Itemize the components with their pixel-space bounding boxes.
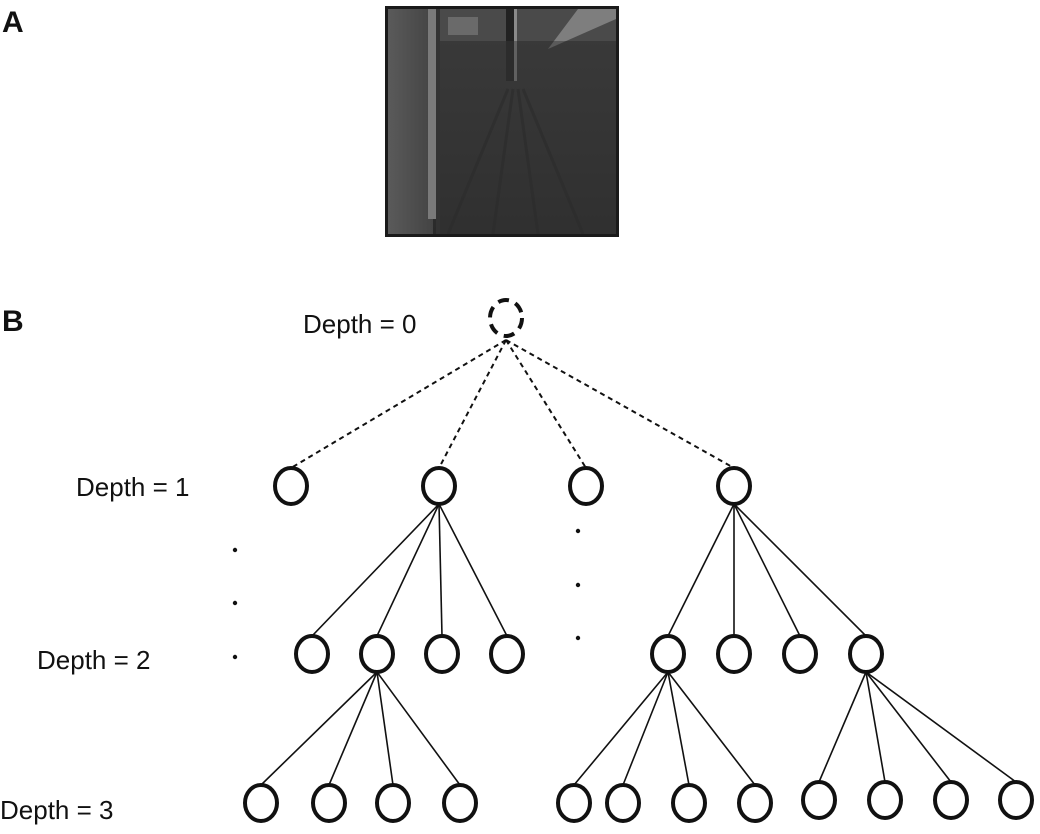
tree-node-depth2 <box>650 634 686 674</box>
tree-edge-root-3 <box>505 339 735 469</box>
ellipsis-dots <box>232 528 581 660</box>
depth-label-0: Depth = 0 <box>303 309 416 339</box>
ellipsis-dot-middle <box>575 528 581 534</box>
tree-node-depth3 <box>243 783 279 823</box>
ellipsis-dot-left <box>232 654 238 660</box>
ellipsis-dot-left <box>232 600 238 606</box>
tree-node-depth3 <box>671 783 707 823</box>
tree-node-depth3 <box>801 780 837 820</box>
tree-node-depth3 <box>605 783 641 823</box>
tree-node-depth3 <box>375 783 411 823</box>
tree-edge-d1-d2 <box>438 503 508 637</box>
depth-label-3: Depth = 3 <box>0 795 113 825</box>
tree-node-depth3 <box>556 783 592 823</box>
tree-edges <box>260 339 1017 786</box>
tree-edge-d1-d2 <box>311 503 440 637</box>
tree-node-depth2 <box>782 634 818 674</box>
tree-node-depth2 <box>716 634 752 674</box>
tree-node-depth3 <box>737 783 773 823</box>
ellipsis-dot-middle <box>575 635 581 641</box>
tree-edge-root-1 <box>438 339 507 469</box>
tree-edge-d1-d2 <box>733 503 801 637</box>
panel-label-b: B <box>2 305 24 338</box>
corridor-photo-image <box>388 9 616 234</box>
tree-node-depth1 <box>716 466 752 506</box>
ellipsis-dot-left <box>232 547 238 553</box>
depth-label-2: Depth = 2 <box>37 645 150 675</box>
panel-label-a: A <box>2 6 24 39</box>
tree-node-depth3 <box>867 780 903 820</box>
tree-node-depth3 <box>311 783 347 823</box>
ellipsis-dot-middle <box>575 582 581 588</box>
tree-edge-d2-d3 <box>376 671 394 786</box>
depth-labels: Depth = 0 Depth = 1 Depth = 2 Depth = 3 <box>0 309 416 825</box>
tree-edge-d2-d3 <box>376 671 461 786</box>
tree-node-depth1 <box>273 466 309 506</box>
tree-nodes <box>243 298 1034 823</box>
tree-node-depth2 <box>848 634 884 674</box>
tree-edge-d2-d3 <box>865 671 952 783</box>
tree-edge-d2-d3 <box>818 671 867 783</box>
tree-edge-d2-d3 <box>667 671 690 786</box>
depth-label-1: Depth = 1 <box>76 472 189 502</box>
tree-edge-d1-d2 <box>733 503 867 637</box>
tree-edge-d2-d3 <box>573 671 669 786</box>
tree-node-depth3 <box>998 780 1034 820</box>
tree-edge-root-2 <box>505 339 587 469</box>
tree-edge-d2-d3 <box>260 671 378 786</box>
tree-node-depth2 <box>424 634 460 674</box>
tree-edge-d2-d3 <box>865 671 886 783</box>
tree-edge-d2-d3 <box>622 671 669 786</box>
tree-edge-d1-d2 <box>376 503 440 637</box>
tree-node-depth2 <box>359 634 395 674</box>
tree-edge-d1-d2 <box>438 503 443 637</box>
tree-node-depth1 <box>568 466 604 506</box>
tree-edge-root-0 <box>290 339 507 469</box>
tree-node-depth1 <box>421 466 457 506</box>
tree-edge-d1-d2 <box>667 503 735 637</box>
tree-node-depth2 <box>489 634 525 674</box>
tree-node-depth3 <box>933 780 969 820</box>
tree-edge-d2-d3 <box>865 671 1017 783</box>
tree-edge-d2-d3 <box>667 671 756 786</box>
tree-root-node <box>488 298 524 338</box>
tree-node-depth2 <box>294 634 330 674</box>
tree-node-depth3 <box>442 783 478 823</box>
tree-edge-d2-d3 <box>328 671 378 786</box>
corridor-photo <box>385 6 619 237</box>
